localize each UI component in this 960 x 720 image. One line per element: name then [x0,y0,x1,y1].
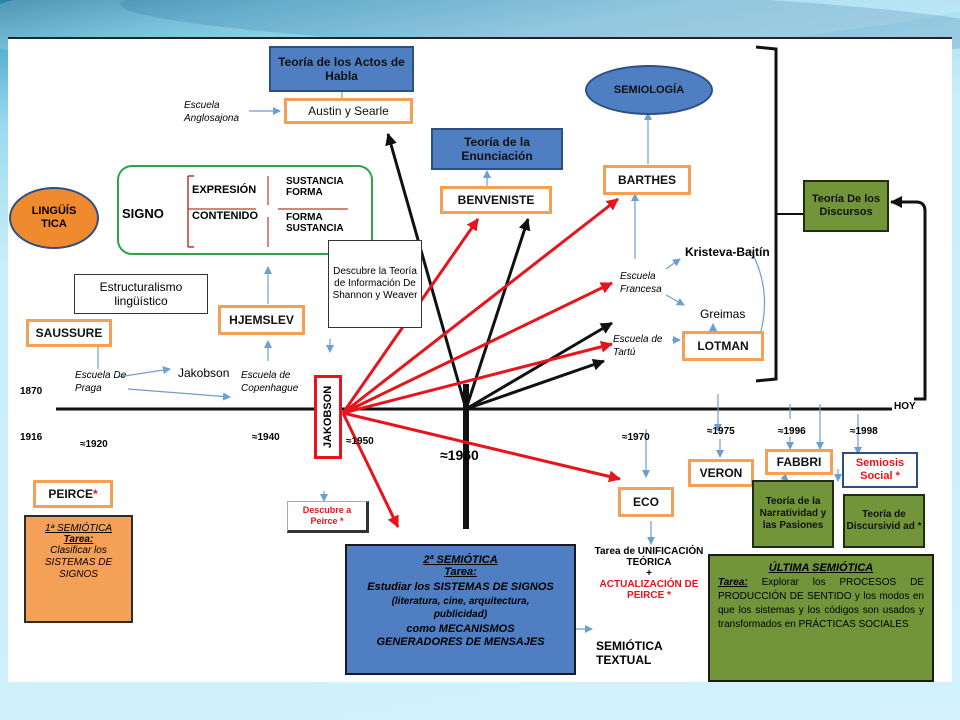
hoy-label: HOY [894,401,916,412]
escuela-tartu-label: Escuela de Tartú [613,334,663,358]
primera-semiotica-box: 1ª SEMIÓTICA Tarea: Clasificar los SISTE… [24,515,133,623]
austin-searle-node: Austin y Searle [284,98,413,124]
primera-tarea: Tarea: [63,534,94,545]
jakobson-node-label: JAKOBSON [322,385,334,449]
segunda-tarea: Tarea: [444,566,477,578]
actualizacion-peirce-text: ACTUALIZACIÓN DE PEIRCE * [599,579,699,601]
segunda-line1: Estudiar los SISTEMAS DE SIGNOS [367,581,554,593]
teoria-actos-habla: Teoría de los Actos de Habla [269,46,414,92]
linguistica-node: LINGÜÍS TICA [9,187,99,249]
narratividad-pasiones-node: Teoría de la Narratividad y las Pasiones [752,480,834,548]
year-1916: 1916 [20,432,43,443]
eco-node: ECO [618,487,674,517]
year-1940: ≈1940 [252,432,280,443]
ultima-body: Explorar los PROCESOS DE PRODUCCIÓN DE S… [718,577,924,630]
saussure-node: SAUSSURE [26,319,112,347]
ultima-tarea: Tarea: [718,577,748,588]
primera-body: Clasificar los SISTEMAS DE SIGNOS [44,545,113,580]
peirce-star: * [93,487,98,501]
escuela-praga-label: Escuela De Praga [75,370,127,394]
veron-node: VERON [688,459,754,487]
year-1950: ≈1950 [346,436,374,447]
greimas-label: Greimas [700,307,746,321]
ultima-semiotica-box: ÚLTIMA SEMIÓTICA Tarea: Explorar los PRO… [708,554,934,682]
year-1975: ≈1975 [707,426,735,437]
year-1920: ≈1920 [80,439,108,450]
escuela-francesa-label: Escuela Francesa [620,271,662,295]
fabbri-node: FABBRI [765,449,833,475]
semiotica-textual-label: SEMIÓTICA TEXTUAL [596,639,663,667]
kristeva-bajtin-label: Kristeva-Bajtín [685,245,770,259]
hjemslev-node: HJEMSLEV [218,305,305,335]
peirce-label: PEIRCE [48,487,93,501]
sustancia-forma-label: SUSTANCIA FORMA [286,176,344,198]
teoria-enunciacion: Teoría de la Enunciación [431,128,563,170]
signo-label: SIGNO [122,206,164,221]
tarea-unificacion-text: Tarea de UNIFICACIÓN TEÓRICA [594,546,704,568]
teoria-discursos-node: Teoría De los Discursos [803,180,889,232]
segunda-title: 2ª SEMIÓTICA [423,554,498,566]
semiologia-node: SEMIOLOGÍA [585,65,713,115]
jakobson-label: Jakobson [178,366,230,380]
semiosis-social-node: Semiosis Social * [842,452,918,488]
year-1998: ≈1998 [850,426,878,437]
ultima-body-wrap: Tarea: Explorar los PROCESOS DE PRODUCCI… [718,576,924,632]
year-1960: ≈1960 [440,447,479,463]
segunda-line2: (literatura, cine, arquitectura, publici… [391,596,530,620]
benveniste-node: BENVENISTE [440,186,552,214]
descubre-peirce-node: Descubre a Peirce * [287,501,369,533]
contenido-label: CONTENIDO [192,210,258,222]
signo-frame [117,165,373,255]
estructuralismo-node: Estructuralismo lingüístico [74,274,208,314]
connector-layer [56,45,927,633]
semiotics-diagram-panel: Teoría de los Actos de Habla Austin y Se… [8,37,952,682]
tarea-unificacion-plus: + [646,568,652,579]
discursividad-node: Teoría de Discursivid ad * [843,494,925,548]
lotman-node: LOTMAN [682,331,764,361]
descubre-teoria-informacion: Descubre la Teoría de Información De Sha… [328,240,422,328]
segunda-semiotica-box: 2ª SEMIÓTICA Tarea: Estudiar los SISTEMA… [345,544,576,675]
segunda-line3: como MECANISMOS GENERADORES DE MENSAJES [376,623,545,648]
primera-title: 1ª SEMIÓTICA [44,523,113,534]
barthes-node: BARTHES [603,165,691,195]
ultima-title: ÚLTIMA SEMIÓTICA [768,562,874,574]
escuela-anglosajona-label: Escuela Anglosajona [184,100,240,124]
forma-sustancia-label: FORMA SUSTANCIA [286,212,344,234]
year-1870: 1870 [20,386,43,397]
escuela-copenhague-label: Escuela de Copenhague [241,370,299,394]
expresion-label: EXPRESIÓN [192,184,257,196]
jakobson-node: JAKOBSON [314,375,342,459]
peirce-node: PEIRCE* [33,480,113,508]
year-1996: ≈1996 [778,426,806,437]
tarea-unificacion-label: Tarea de UNIFICACIÓN TEÓRICA + ACTUALIZA… [594,546,704,601]
year-1970: ≈1970 [622,432,650,443]
